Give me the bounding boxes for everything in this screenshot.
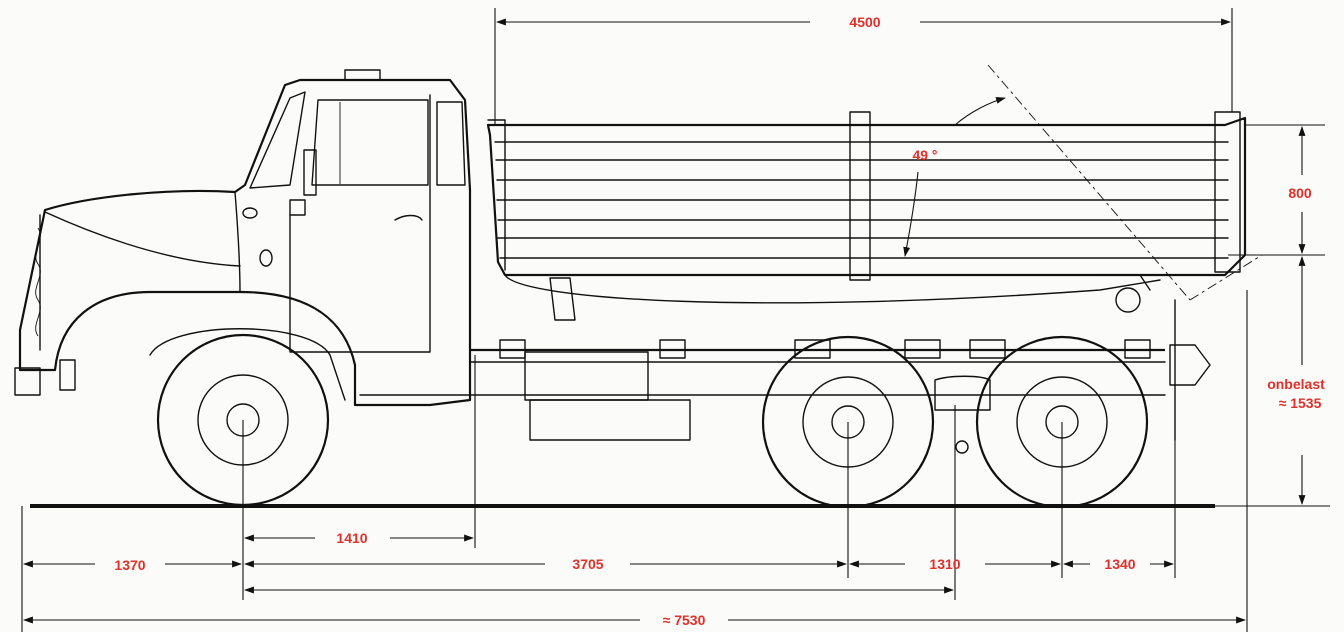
dim-overall-length: ≈ 7530 — [663, 612, 706, 628]
dim-tandem-spacing: 1310 — [929, 556, 960, 572]
tipper-body — [486, 111, 1247, 321]
truck-drawing — [14, 64, 1263, 509]
dim-front-overhang: 1370 — [114, 557, 145, 573]
dim-height-label: onbelast — [1267, 376, 1325, 392]
dim-rear-overhang: 1340 — [1104, 556, 1135, 572]
dim-height-value: ≈ 1535 — [1279, 395, 1322, 411]
dim-axle-to-body: 1410 — [336, 530, 367, 546]
dimension-labels: 4500 49 ° 800 onbelast ≈ 1535 1410 1370 … — [114, 14, 1325, 628]
dim-body-length: 4500 — [849, 14, 880, 30]
chassis — [359, 64, 1263, 454]
dim-side-height: 800 — [1288, 185, 1312, 201]
dim-wheelbase: 3705 — [572, 556, 603, 572]
cab — [14, 69, 472, 407]
dimension-lines — [21, 8, 1330, 632]
dim-tipping-angle: 49 ° — [912, 147, 937, 163]
